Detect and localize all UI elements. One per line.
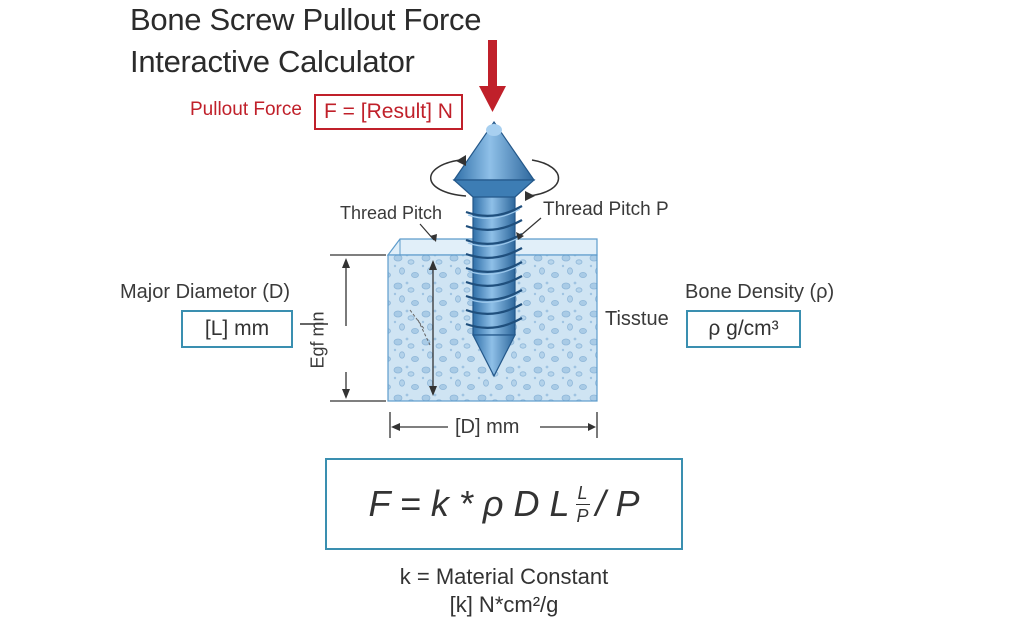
width-label: [D] mm <box>455 416 520 438</box>
bone-screw-icon <box>452 120 536 378</box>
density-input[interactable]: ρ g/cm³ <box>686 310 801 348</box>
bone-density-label: Bone Density (ρ) <box>685 281 835 303</box>
constant-line-2: [k] N*cm²/g <box>449 592 559 617</box>
force-arrow-icon <box>479 40 506 112</box>
tissue-label: Tisstue <box>605 308 669 330</box>
formula-lead: F = k * ρ D L <box>368 483 570 524</box>
major-diameter-label: Major Diametor (D) <box>120 281 291 303</box>
formula-box: F = k * ρ D L L P / P <box>325 458 683 550</box>
pullout-result-box: F = [Result] N <box>314 94 463 130</box>
title-line-1: Bone Screw Pullout Force <box>130 2 482 37</box>
thread-pitch-label: Thread Pitch <box>340 203 443 223</box>
title-line-2: Interactive Calculator <box>130 44 415 79</box>
pullout-force-label: Pullout Force <box>190 99 302 120</box>
constant-line-1: k = Material Constant <box>399 564 609 589</box>
thread-pitch-p-label: Thread Pitch P <box>543 199 669 220</box>
depth-indicator <box>409 260 437 396</box>
diameter-input[interactable]: [L] mm <box>181 310 293 348</box>
thread-pitch-leaders <box>419 217 542 242</box>
formula-tail: / P <box>595 483 640 524</box>
width-dimension <box>389 412 598 438</box>
formula-fraction: L P <box>575 482 590 526</box>
depth-label: Egf mn <box>307 311 328 369</box>
depth-dimension <box>330 254 386 402</box>
formula-fraction-denominator: P <box>576 505 589 526</box>
rotation-arrow-icon <box>430 155 560 201</box>
formula-fraction-numerator: L <box>575 482 590 505</box>
